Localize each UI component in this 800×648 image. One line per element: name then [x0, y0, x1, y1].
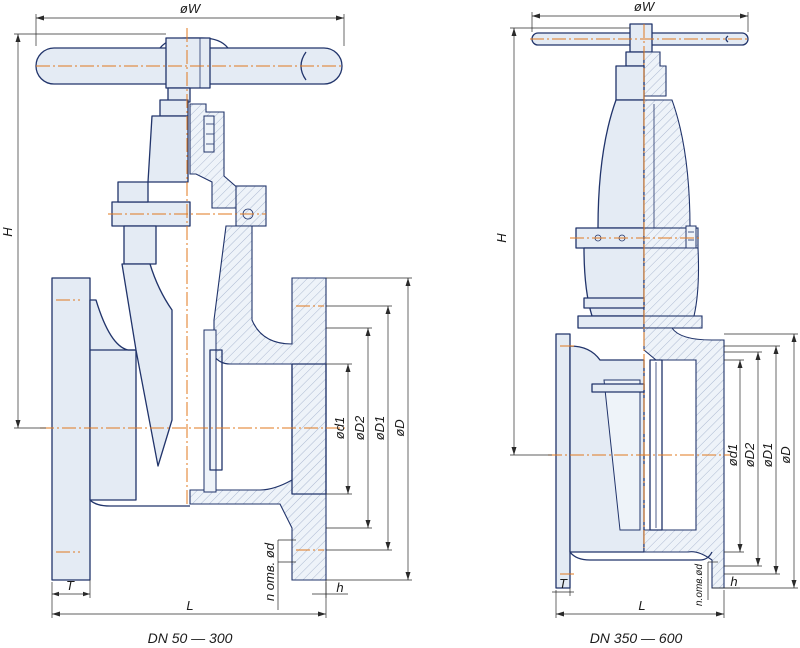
right-valve-view [531, 23, 749, 589]
left-bonnet [147, 87, 241, 209]
right-dimensions [510, 12, 798, 618]
right-caption: DN 350 — 600 [590, 630, 683, 646]
left-valve-body [51, 225, 327, 581]
left-dimensions [14, 14, 412, 618]
left-label-h: H [0, 227, 15, 237]
right-bonnet [597, 51, 691, 229]
right-label-h: H [494, 233, 509, 243]
right-label-w: øW [634, 0, 656, 14]
left-label-t: T [66, 578, 75, 593]
right-label-d1: ød1 [725, 444, 740, 466]
right-valve-body [555, 327, 725, 589]
left-handle [35, 37, 343, 89]
left-valve-view [35, 37, 343, 581]
right-label-d: øD [778, 446, 793, 463]
right-axes [530, 24, 750, 575]
right-label-holes: n.отв.ød [694, 564, 705, 606]
left-label-d1-outer: øD1 [372, 416, 387, 441]
left-label-h-small: h [336, 580, 343, 595]
left-label-l: L [186, 598, 193, 613]
right-label-t: T [559, 576, 568, 591]
right-bonnet-flange [575, 225, 703, 329]
right-label-h-small: h [730, 574, 737, 589]
right-label-d2: øD2 [742, 442, 757, 467]
left-label-d: øD [392, 419, 407, 436]
left-bonnet-flange [111, 181, 267, 265]
left-label-d1: ød1 [332, 417, 347, 439]
left-caption: DN 50 — 300 [148, 630, 233, 646]
right-label-d1-outer: øD1 [760, 443, 775, 468]
left-axes [36, 28, 346, 553]
right-label-l: L [638, 598, 645, 613]
left-label-w: øW [180, 1, 202, 16]
left-label-d2: øD2 [352, 415, 367, 440]
left-label-holes: n отв. ød [262, 542, 277, 601]
